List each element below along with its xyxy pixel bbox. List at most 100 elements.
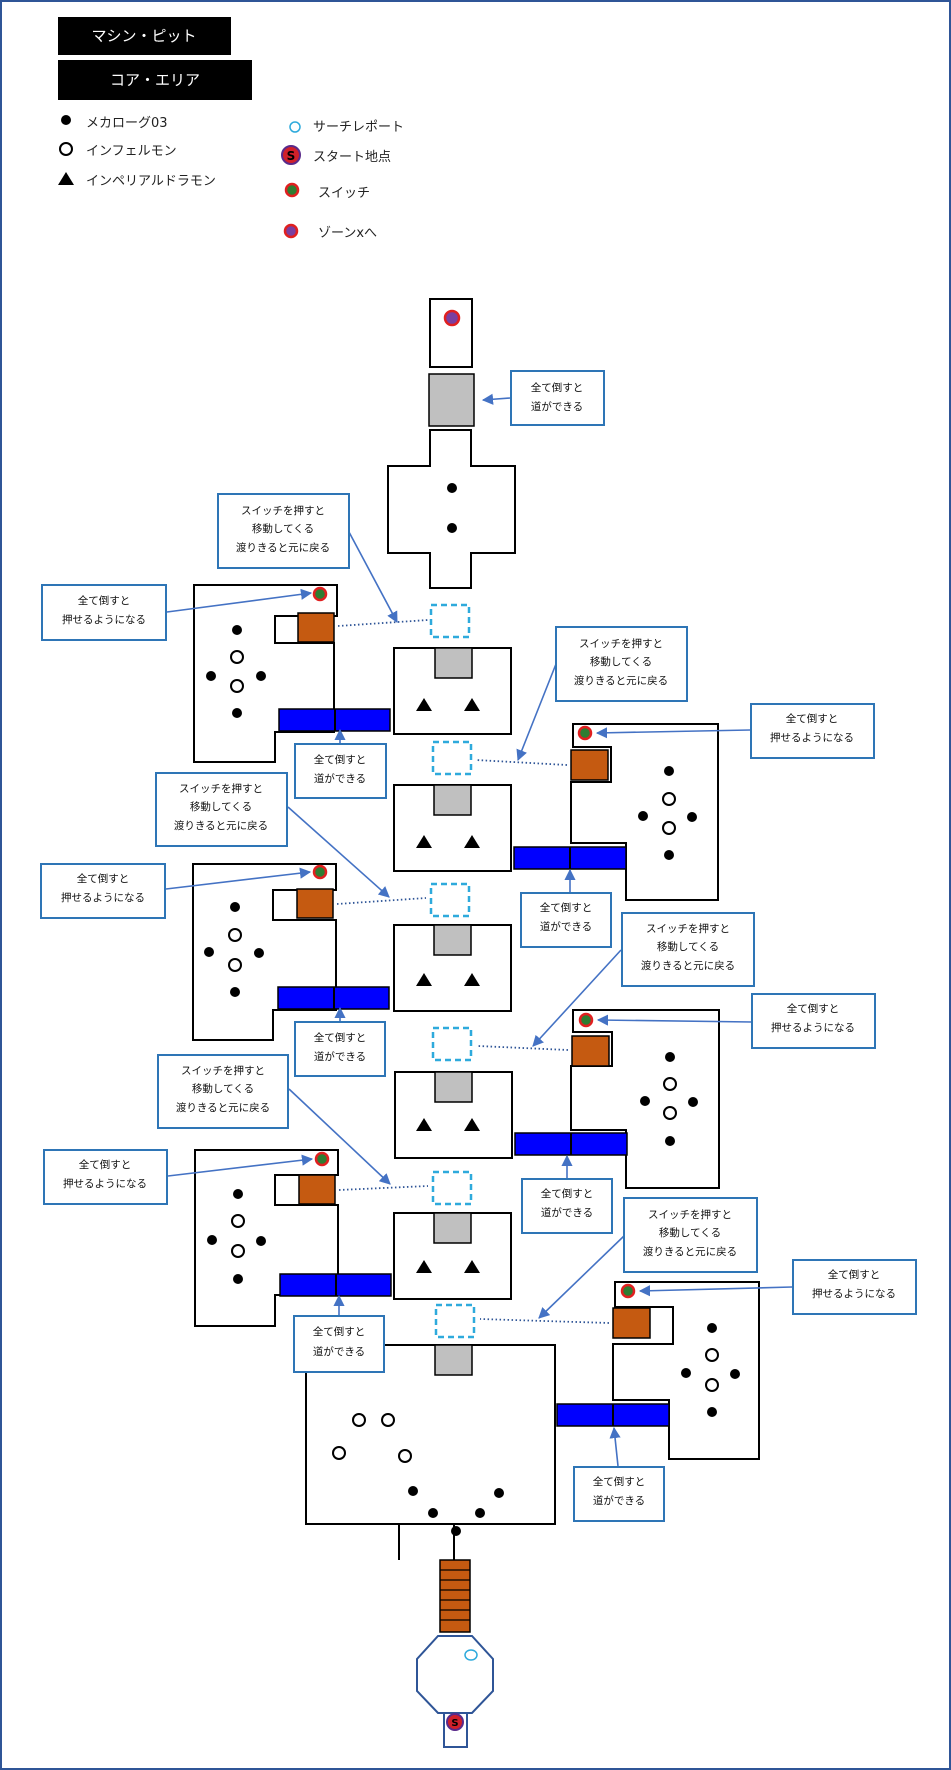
- pushable-block: [570, 749, 609, 781]
- svg-text:全て倒すと: 全て倒すと: [828, 1268, 881, 1281]
- bridge-right-3: [556, 1403, 670, 1427]
- svg-text:渡りきると元に戻る: 渡りきると元に戻る: [643, 1245, 737, 1258]
- svg-text:道ができる: 道ができる: [540, 920, 592, 933]
- imperialdramon-enemy: [416, 698, 432, 711]
- infermon-enemy: [381, 1413, 395, 1427]
- header: マシン・ピット コア・エリア: [58, 17, 252, 100]
- svg-text:渡りきると元に戻る: 渡りきると元に戻る: [176, 1101, 270, 1114]
- search-teleport-icon: [289, 121, 301, 133]
- bridge-right-1: [513, 846, 627, 870]
- imperialdramon-icon: [58, 172, 74, 185]
- svg-text:全て倒すと: 全て倒すと: [593, 1475, 646, 1488]
- mecha-rogue-enemy: [230, 987, 240, 997]
- infermon-enemy: [705, 1378, 719, 1392]
- svg-text:スイッチを押すと: スイッチを押すと: [179, 782, 263, 795]
- infermon-enemy: [332, 1446, 346, 1460]
- infermon-enemy: [662, 792, 676, 806]
- door: [433, 784, 472, 816]
- svg-text:移動してくる: 移動してくる: [252, 522, 314, 535]
- svg-text:スイッチを押すと: スイッチを押すと: [181, 1064, 265, 1077]
- svg-text:全て倒すと: 全て倒すと: [540, 901, 593, 914]
- door: [434, 647, 473, 679]
- switch-marker: [314, 1151, 330, 1167]
- legend: メカローグ03 インフェルモン インペリアルドラモン サーチレポート S スター…: [58, 115, 404, 241]
- mecha-rogue-enemy: [664, 766, 674, 776]
- search-teleport-point: [464, 1649, 478, 1661]
- svg-text:移動してくる: 移動してくる: [657, 940, 719, 953]
- infermon-enemy: [663, 1106, 677, 1120]
- imperialdramon-enemy: [416, 1260, 432, 1273]
- side-room-right-1: [570, 723, 719, 901]
- legend-search-teleport: サーチレポート: [313, 120, 404, 135]
- ladder-rungs: [440, 1569, 470, 1621]
- switch-marker: [578, 1012, 594, 1028]
- bridge-left-1: [278, 708, 391, 732]
- svg-text:道ができる: 道ができる: [531, 400, 583, 413]
- start-marker: [446, 1713, 464, 1731]
- callout-block-right-1: 全て倒すと 押せるようになる: [750, 703, 875, 759]
- svg-text:スイッチを押すと: スイッチを押すと: [241, 504, 325, 517]
- infermon-enemy: [231, 1244, 245, 1258]
- svg-text:押せるようになる: 押せるようになる: [770, 731, 854, 744]
- infermon-enemy: [662, 821, 676, 835]
- search-teleport-pad: [429, 603, 471, 639]
- start-point-icon: [281, 145, 301, 165]
- mecha-rogue-enemy: [232, 625, 242, 635]
- door: [434, 1071, 473, 1103]
- svg-text:全て倒すと: 全て倒すと: [78, 594, 131, 607]
- block-path: [337, 619, 429, 627]
- mecha-rogue-enemy: [688, 1097, 698, 1107]
- mecha-rogue-enemy: [408, 1486, 418, 1496]
- svg-text:全て倒すと: 全て倒すと: [79, 1158, 132, 1171]
- svg-text:道ができる: 道ができる: [314, 1050, 366, 1063]
- pushable-block: [571, 1035, 610, 1067]
- imperialdramon-enemy: [464, 835, 480, 848]
- svg-text:スイッチを押すと: スイッチを押すと: [648, 1208, 732, 1221]
- imperialdramon-enemy: [464, 698, 480, 711]
- callout-arrows: [165, 393, 793, 1467]
- switch-marker: [312, 864, 328, 880]
- svg-text:道ができる: 道ができる: [593, 1494, 645, 1507]
- bridge-right-2: [514, 1132, 628, 1156]
- search-teleport-pad: [431, 1026, 473, 1062]
- start-room: [416, 1635, 494, 1714]
- pushable-block: [297, 612, 335, 643]
- zone-exit-icon: [283, 223, 299, 239]
- mecha-rogue-icon: [61, 115, 71, 125]
- mecha-rogue-enemy: [475, 1508, 485, 1518]
- mecha-rogue-enemy: [233, 1274, 243, 1284]
- mecha-rogue-enemy: [638, 811, 648, 821]
- callout-switch-left-3: スイッチを押すと 移動してくる 渡りきると元に戻る: [157, 1054, 289, 1129]
- switch-icon: [284, 182, 300, 198]
- switch-marker: [312, 586, 328, 602]
- infermon-enemy: [352, 1413, 366, 1427]
- block-path: [338, 1185, 429, 1191]
- svg-text:移動してくる: 移動してくる: [192, 1082, 254, 1095]
- svg-text:押せるようになる: 押せるようになる: [62, 613, 146, 626]
- svg-text:全て倒すと: 全て倒すと: [531, 381, 584, 394]
- callout-bridge-left-1: 全て倒すと 道ができる: [294, 743, 387, 799]
- start-glyph: S: [287, 149, 296, 163]
- pushable-block: [298, 1174, 336, 1205]
- svg-text:渡りきると元に戻る: 渡りきると元に戻る: [641, 959, 735, 972]
- mecha-rogue-enemy: [233, 1189, 243, 1199]
- callout-switch-left-2: スイッチを押すと 移動してくる 渡りきると元に戻る: [155, 772, 288, 847]
- callout-block-left-2: 全て倒すと 押せるようになる: [40, 863, 166, 919]
- mecha-rogue-enemy: [254, 948, 264, 958]
- svg-text:全て倒すと: 全て倒すと: [77, 872, 130, 885]
- mecha-rogue-enemy: [428, 1508, 438, 1518]
- svg-text:押せるようになる: 押せるようになる: [771, 1021, 855, 1034]
- callout-bridge-right-2: 全て倒すと 道ができる: [521, 1178, 613, 1234]
- svg-text:全て倒すと: 全て倒すと: [541, 1187, 594, 1200]
- infermon-enemy: [663, 1077, 677, 1091]
- callout-bridge-right-3: 全て倒すと 道ができる: [573, 1466, 665, 1522]
- zone-title-box: [58, 60, 252, 100]
- infermon-enemy: [398, 1449, 412, 1463]
- imperialdramon-enemy: [464, 1260, 480, 1273]
- switch-marker: [620, 1283, 636, 1299]
- svg-text:全て倒すと: 全て倒すと: [786, 712, 839, 725]
- legend-zone-x: ゾーンxへ: [318, 226, 377, 241]
- block-path: [477, 1045, 569, 1051]
- zone-exit-marker: [443, 309, 461, 327]
